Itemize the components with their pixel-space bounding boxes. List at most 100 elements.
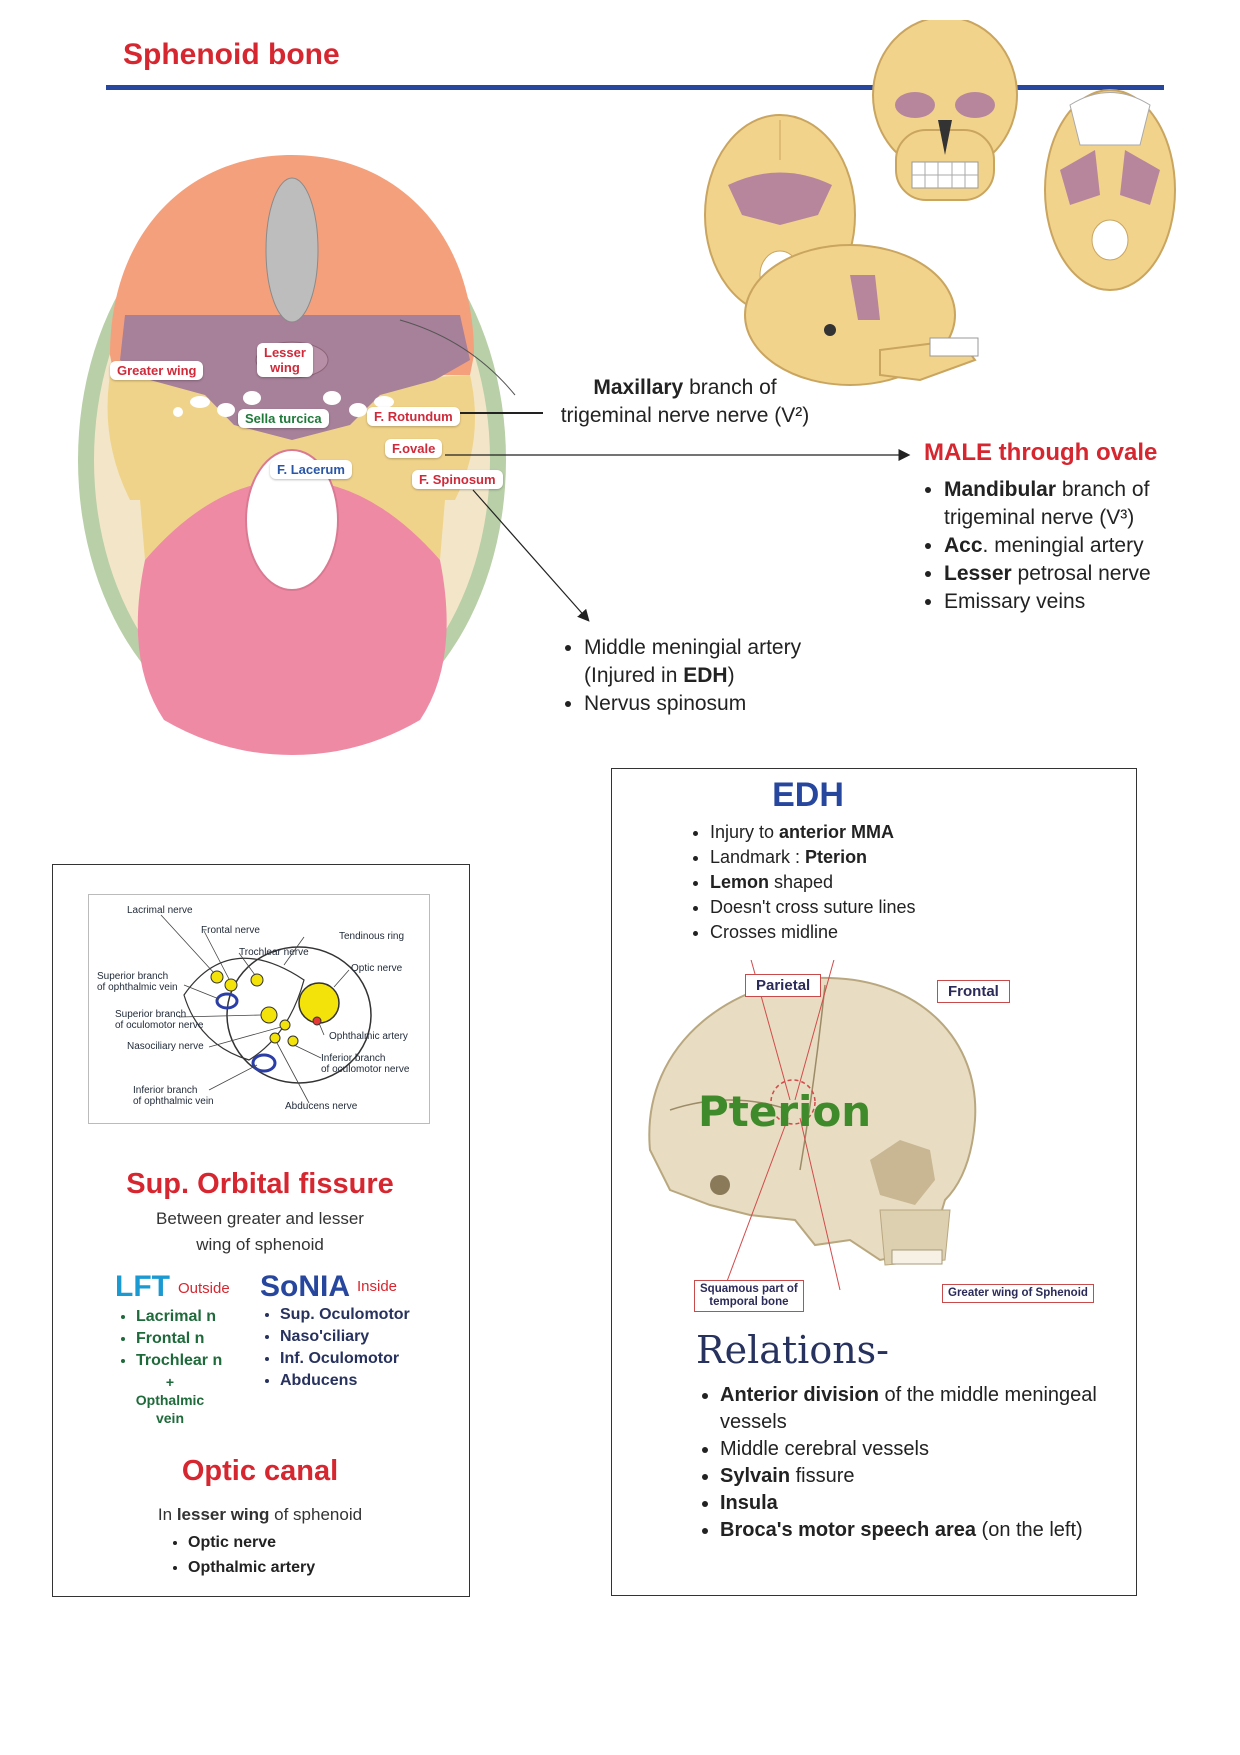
sonia-list: Sup. OculomotorNaso'ciliaryInf. Oculomot… (256, 1304, 410, 1392)
orbit-diagram: Lacrimal nerve Frontal nerve Tendinous r… (88, 894, 430, 1124)
orbit-label-sup-ocm: Superior branch of oculomotor nerve (115, 1009, 203, 1031)
label-f-spinosum: F. Spinosum (412, 470, 503, 489)
relations-items: Anterior division of the middle meningea… (696, 1382, 1116, 1544)
sonia-item: Inf. Oculomotor (280, 1348, 410, 1370)
left-foramen (173, 407, 183, 417)
optic-canal-heading: Optic canal (181, 1455, 339, 1487)
edh-item-pre: Landmark : (710, 847, 806, 867)
spinosum-note: Middle meningial artery (Injured in EDH)… (560, 634, 860, 718)
ovale-list: Mandibular branch of trigeminal nerve (V… (920, 476, 1180, 616)
lft-plus: + (165, 1374, 175, 1390)
optic-canal-items: Optic nerveOpthalmic artery (166, 1530, 315, 1580)
label-sella-turcica: Sella turcica (238, 409, 329, 428)
label-greater-wing: Greater wing (110, 361, 204, 380)
relations-item-bold: Insula (720, 1492, 778, 1514)
relations-item: Broca's motor speech area (on the left) (720, 1517, 1116, 1544)
optic-canal-bold: lesser wing (176, 1505, 270, 1524)
ear-canal-shape (710, 1175, 730, 1195)
orbit-label-lacrimal: Lacrimal nerve (127, 905, 193, 916)
lft-items: Lacrimal nFrontal nTrochlear n (112, 1306, 222, 1372)
orbit-label-sup-ocm-2: of oculomotor nerve (115, 1020, 204, 1031)
ovale-item-text: petrosal nerve (1011, 562, 1151, 585)
optic-canal-post: of sphenoid (269, 1505, 363, 1524)
optic-canal-item: Opthalmic artery (188, 1555, 315, 1580)
rotundum-note-line2: trigeminal nerve nerve (V²) (560, 404, 810, 427)
ovale-item-bold: Lesser (944, 562, 1012, 585)
edh-item-bold: Lemon (710, 872, 770, 892)
pterion-marker (770, 1079, 816, 1125)
foramen-magnum (245, 449, 339, 591)
relations-item-bold: Anterior division (720, 1384, 879, 1406)
lateral-skull-illustration (648, 960, 977, 1300)
orbit-label-sup-oph-vein-2: of ophthalmic vein (97, 982, 178, 993)
relations-item-text: fissure (790, 1465, 855, 1487)
sonia-item: Abducens (280, 1370, 410, 1392)
edh-item: Injury to anterior MMA (710, 820, 916, 845)
right-foramen (323, 391, 341, 405)
title-underline (106, 85, 1164, 90)
relations-item: Insula (720, 1490, 1116, 1517)
nasociliary-shape (279, 1019, 291, 1031)
rotundum-note-rest: branch of (683, 376, 777, 399)
ovale-items: Mandibular branch of trigeminal nerve (V… (920, 476, 1180, 616)
orbit-label-inf-ocm: Inferior branch of oculomotor nerve (321, 1053, 409, 1075)
ovale-heading: MALE through ovale (924, 439, 1158, 466)
skull-lateral-view (744, 244, 979, 386)
left-foramen (217, 403, 235, 417)
sup-oculomotor-shape (260, 1006, 278, 1024)
relations-item-text: Middle cerebral vessels (720, 1438, 929, 1460)
tag-squamous-line2: temporal bone (709, 1296, 789, 1308)
optic-canal-pre: In (157, 1505, 177, 1524)
edh-item: Lemon shaped (710, 870, 916, 895)
ovale-item: Acc. meningial artery (944, 532, 1180, 560)
lft-tag: Outside (178, 1280, 230, 1297)
relations-item-text: (on the left) (975, 1519, 1083, 1541)
sof-subtitle-line1: Between greater and lesser (156, 1209, 364, 1228)
edh-item-pre: Crosses midline (710, 922, 839, 942)
relations-item: Sylvain fissure (720, 1463, 1116, 1490)
spinosum-item-1-post: ) (727, 664, 735, 687)
spinosum-arrow (472, 489, 590, 622)
frontal-nerve-shape (224, 978, 238, 992)
lft-heading: LFT (115, 1270, 170, 1303)
orbit-label-frontal: Frontal nerve (201, 925, 260, 936)
relations-item-bold: Broca's motor speech area (720, 1519, 976, 1541)
relations-item-bold: Sylvain (720, 1465, 791, 1487)
orbit-label-inf-oph-vein-1: Inferior branch (133, 1085, 198, 1096)
sof-subtitle-line2: wing of sphenoid (196, 1235, 324, 1254)
label-lesser-wing-line2: wing (270, 360, 300, 375)
page-title: Sphenoid bone (123, 38, 340, 71)
lft-item: Trochlear n (136, 1350, 222, 1372)
ovale-item-bold: Mandibular (944, 478, 1057, 501)
coronal-suture (799, 984, 826, 1171)
label-f-rotundum: F. Rotundum (367, 407, 460, 426)
lft-item: Lacrimal n (136, 1306, 222, 1328)
relations-item-text: of the middle meningeal vessels (720, 1384, 1097, 1433)
sonia-item: Naso'ciliary (280, 1326, 410, 1348)
label-lesser-wing-line1: Lesser (264, 345, 306, 360)
lft-extra: + Opthalmic vein (110, 1373, 230, 1427)
squamous-suture (669, 1099, 791, 1111)
contour-line (399, 319, 516, 396)
tag-squamous-line1: Squamous part of (700, 1283, 798, 1295)
trochlear-nerve-shape (250, 973, 264, 987)
spinosum-item-1-bold: EDH (683, 664, 728, 687)
optic-canal-location: In lesser wing of sphenoid (52, 1505, 468, 1525)
lacrimal-nerve-shape (210, 970, 224, 984)
edh-item-post: shaped (769, 872, 834, 892)
tag-frontal: Frontal (937, 980, 1010, 1003)
left-foramen (190, 396, 210, 408)
occipital-region (137, 480, 447, 755)
lft-list: Lacrimal nFrontal nTrochlear n (112, 1306, 222, 1372)
ovale-item-text: Emissary veins (944, 590, 1086, 613)
tag-squamous: Squamous part of temporal bone (694, 1280, 804, 1312)
edh-item-pre: Doesn't cross suture lines (710, 897, 916, 917)
spinosum-items: Middle meningial artery (Injured in EDH)… (560, 634, 860, 718)
ovale-item-bold: Acc (944, 534, 983, 557)
crista-galli (265, 177, 319, 323)
spinosum-item-1: Middle meningial artery (Injured in EDH) (584, 634, 860, 690)
ovale-item: Emissary veins (944, 588, 1180, 616)
sonia-item: Sup. Oculomotor (280, 1304, 410, 1326)
leader-lines (445, 412, 911, 622)
skull-base-external-view (1044, 89, 1176, 291)
